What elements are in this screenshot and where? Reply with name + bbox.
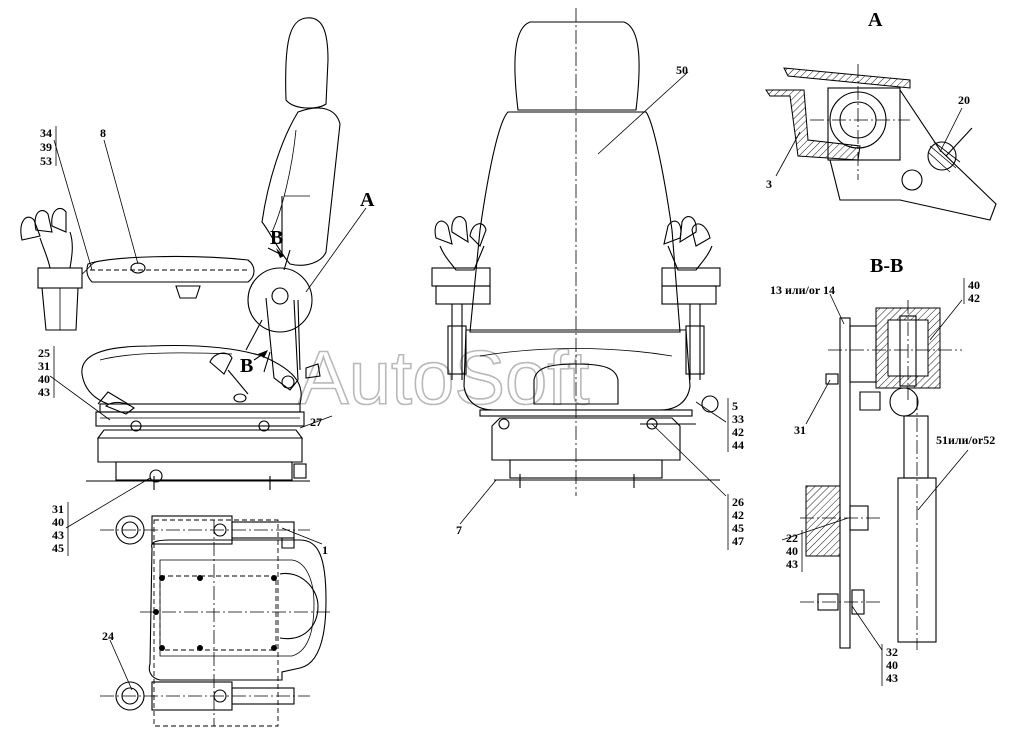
- label-26: 26: [732, 495, 744, 509]
- label-33: 33: [732, 412, 744, 426]
- label-3: 3: [766, 177, 772, 191]
- side-view: [20, 17, 341, 490]
- label-45b: 45: [52, 541, 64, 555]
- label-40d: 40: [786, 544, 798, 558]
- label-40: 40: [38, 372, 50, 386]
- label-5: 5: [732, 399, 738, 413]
- detail-view-a: [765, 64, 997, 221]
- label-31b: 31: [52, 502, 64, 516]
- label-51-or-52: 51или/or52: [936, 433, 995, 447]
- label-45: 45: [732, 521, 744, 535]
- label-27: 27: [310, 415, 322, 429]
- label-43d: 43: [786, 557, 798, 571]
- label-42c: 42: [968, 291, 980, 305]
- label-42: 42: [732, 425, 744, 439]
- label-53: 53: [40, 154, 52, 168]
- top-view: [100, 515, 330, 727]
- label-stack-32: 32 40 43: [881, 644, 898, 686]
- section-b-mark-bottom: B: [240, 355, 253, 377]
- leader-lines: [49, 71, 969, 691]
- label-32: 32: [886, 645, 898, 659]
- label-25: 25: [38, 346, 50, 360]
- label-40c: 40: [968, 278, 980, 292]
- label-31: 31: [38, 359, 50, 373]
- label-44: 44: [732, 438, 744, 452]
- label-39: 39: [40, 140, 52, 154]
- label-1: 1: [322, 543, 328, 557]
- label-50: 50: [676, 63, 688, 77]
- section-a-callout: A: [360, 189, 375, 211]
- label-31c: 31: [794, 423, 806, 437]
- label-20: 20: [958, 93, 970, 107]
- label-34: 34: [40, 126, 52, 140]
- label-43e: 43: [886, 671, 898, 685]
- label-stack-40-42: 40 42: [963, 278, 980, 305]
- label-8: 8: [100, 126, 106, 140]
- label-47: 47: [732, 534, 744, 548]
- watermark: AutoSoft: [298, 336, 590, 421]
- label-13-or-14: 13 или/or 14: [770, 283, 835, 297]
- label-7: 7: [456, 523, 462, 537]
- section-b-b: [800, 300, 962, 650]
- section-b-mark-top: B: [270, 227, 283, 249]
- label-40e: 40: [886, 658, 898, 672]
- view-a-title: A: [868, 9, 883, 31]
- label-43b: 43: [52, 528, 64, 542]
- label-stack-25: 25 31 40 43: [38, 346, 55, 399]
- label-stack-31: 31 40 43 45: [52, 502, 69, 556]
- label-24: 24: [102, 629, 114, 643]
- section-b-b-title: B-B: [870, 255, 903, 277]
- label-stack-22: 22 40 43: [786, 530, 803, 572]
- front-view: [431, 8, 721, 496]
- label-stack-34: 34 39 53: [40, 126, 57, 168]
- label-42b: 42: [732, 508, 744, 522]
- label-43: 43: [38, 385, 50, 399]
- label-stack-26: 26 42 45 47: [727, 494, 744, 550]
- label-22: 22: [786, 531, 798, 545]
- label-stack-5: 5 33 42 44: [727, 398, 744, 452]
- label-40b: 40: [52, 515, 64, 529]
